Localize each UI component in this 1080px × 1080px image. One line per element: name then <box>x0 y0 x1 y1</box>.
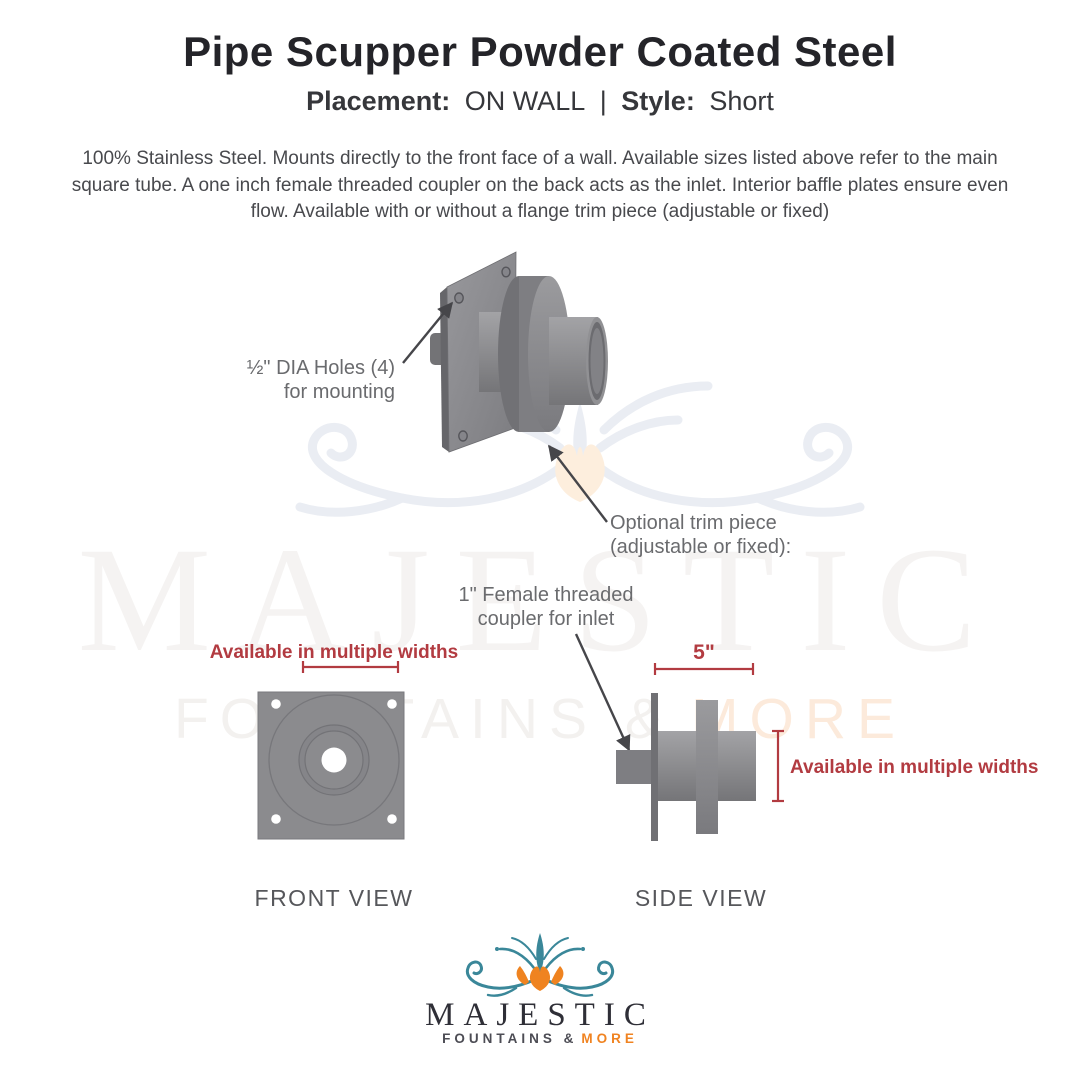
front-width-note: Available in multiple widths <box>209 642 459 663</box>
flourish-center-spike <box>536 933 544 973</box>
trim-annotation: Optional trim piece (adjustable or fixed… <box>610 511 791 560</box>
side-view-caption: SIDE VIEW <box>634 885 768 911</box>
front-view-caption: FRONT VIEW <box>254 885 414 911</box>
assembly-3d-view <box>430 251 608 453</box>
flourish-flame-right <box>551 966 564 985</box>
mounting-hole-3d <box>501 266 511 278</box>
flourish-flame-left <box>516 966 529 985</box>
side-view-drawing <box>616 663 784 841</box>
flourish-flame-center <box>529 966 551 991</box>
side-height-note: Available in multiple widths <box>790 757 1039 778</box>
style-label: Style: <box>621 86 695 116</box>
watermark-tagline: FOUNTAINS &MORE <box>0 686 1080 752</box>
side-length-dimension-line <box>653 663 755 675</box>
placement-style-line: Placement: ON WALL | Style: Short <box>0 86 1080 117</box>
mounting-hole-3d <box>458 430 468 442</box>
side-body <box>658 731 696 801</box>
front-hole-center <box>321 747 347 773</box>
holes-leader-arrow <box>402 301 453 364</box>
coupler-annotation-line2: coupler for inlet <box>477 608 615 631</box>
separator: | <box>599 86 607 116</box>
plate-edge-3d <box>440 287 449 452</box>
side-pipe <box>718 731 756 801</box>
trim-leader-arrow <box>548 444 608 523</box>
trim-annotation-line2: (adjustable or fixed): <box>610 536 792 559</box>
placement-label: Placement: <box>306 86 451 116</box>
coupler-annotation-line1: 1" Female threaded <box>458 584 634 606</box>
logo-wordmark: MAJESTIC <box>425 997 655 1033</box>
front-view-drawing <box>257 661 405 840</box>
side-coupler <box>616 750 653 784</box>
side-height-dimension-line <box>772 729 784 803</box>
product-description: 100% Stainless Steel. Mounts directly to… <box>71 148 1009 223</box>
pipe-opening-inner <box>590 328 604 394</box>
logo-tagline-main: FOUNTAINS & <box>442 1031 578 1046</box>
logo-tagline-accent: MORE <box>581 1031 638 1046</box>
front-mount-hole <box>271 699 281 709</box>
side-plate <box>651 693 658 841</box>
page-title: Pipe Scupper Powder Coated Steel <box>183 28 897 75</box>
watermark-tagline-main: FOUNTAINS & <box>173 687 674 751</box>
front-mount-hole <box>387 699 397 709</box>
coupler-leader-arrow <box>574 633 631 752</box>
holes-annotation-line2: for mounting <box>283 381 395 404</box>
watermark-majestic-text: MAJESTIC <box>77 517 1003 683</box>
front-mount-hole <box>271 814 281 824</box>
watermark-flame <box>555 444 605 502</box>
coupler-annotation: 1" Female threaded coupler for inlet <box>446 583 646 632</box>
placement-value: ON WALL <box>464 86 586 116</box>
side-flange <box>696 700 718 834</box>
holes-annotation: ½" DIA Holes (4) for mounting <box>180 356 395 405</box>
mounting-hole-3d <box>454 292 464 304</box>
style-value: Short <box>709 86 774 116</box>
front-mount-hole <box>387 814 397 824</box>
holes-annotation-line1: ½" DIA Holes (4) <box>246 357 395 379</box>
trim-annotation-line1: Optional trim piece <box>610 512 777 534</box>
logo-flourish <box>465 933 615 998</box>
logo-tagline: FOUNTAINS &MORE <box>0 1031 1080 1046</box>
front-width-dimension-line <box>301 661 400 673</box>
side-length-dimension: 5" <box>693 641 715 664</box>
